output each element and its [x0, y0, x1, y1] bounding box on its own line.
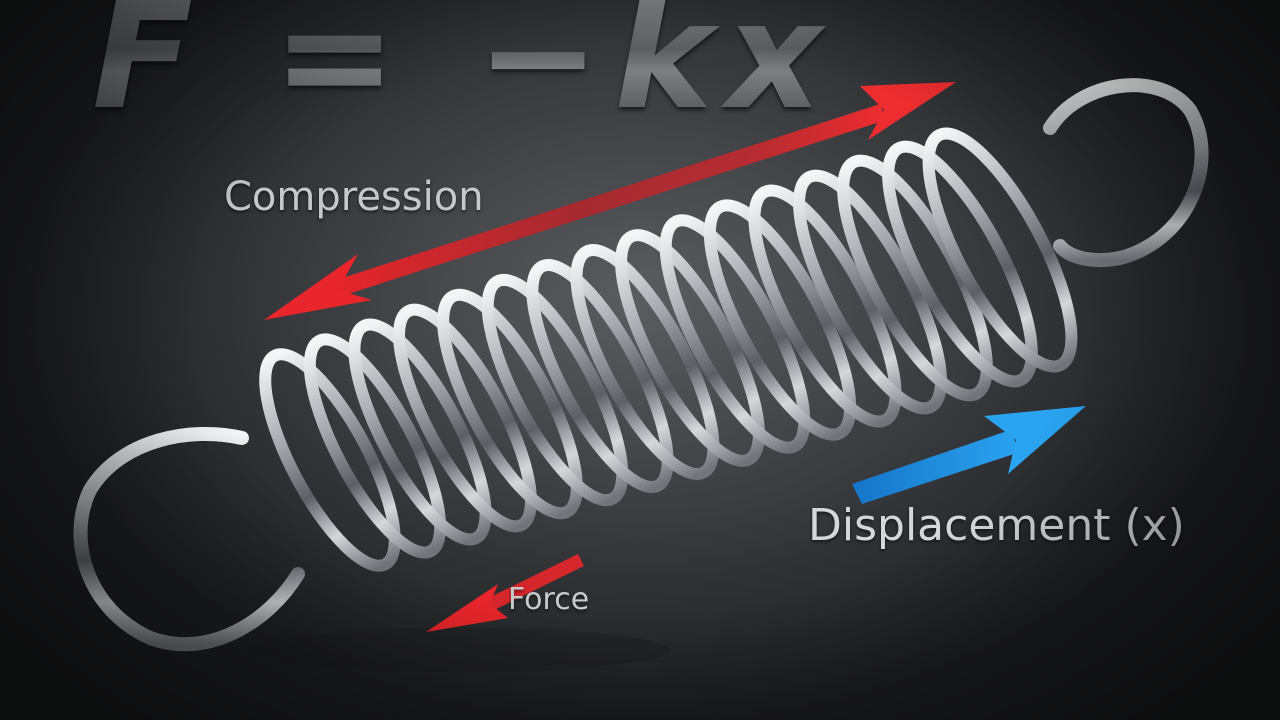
right-hook [1043, 78, 1209, 268]
spring-reflection [250, 628, 670, 672]
displacement-label: Displacement (x) [808, 500, 1185, 551]
left-hook [73, 426, 305, 652]
compression-label: Compression [224, 174, 484, 220]
force-label: Force [508, 582, 590, 617]
displacement-arrow-shaft [852, 430, 1020, 504]
